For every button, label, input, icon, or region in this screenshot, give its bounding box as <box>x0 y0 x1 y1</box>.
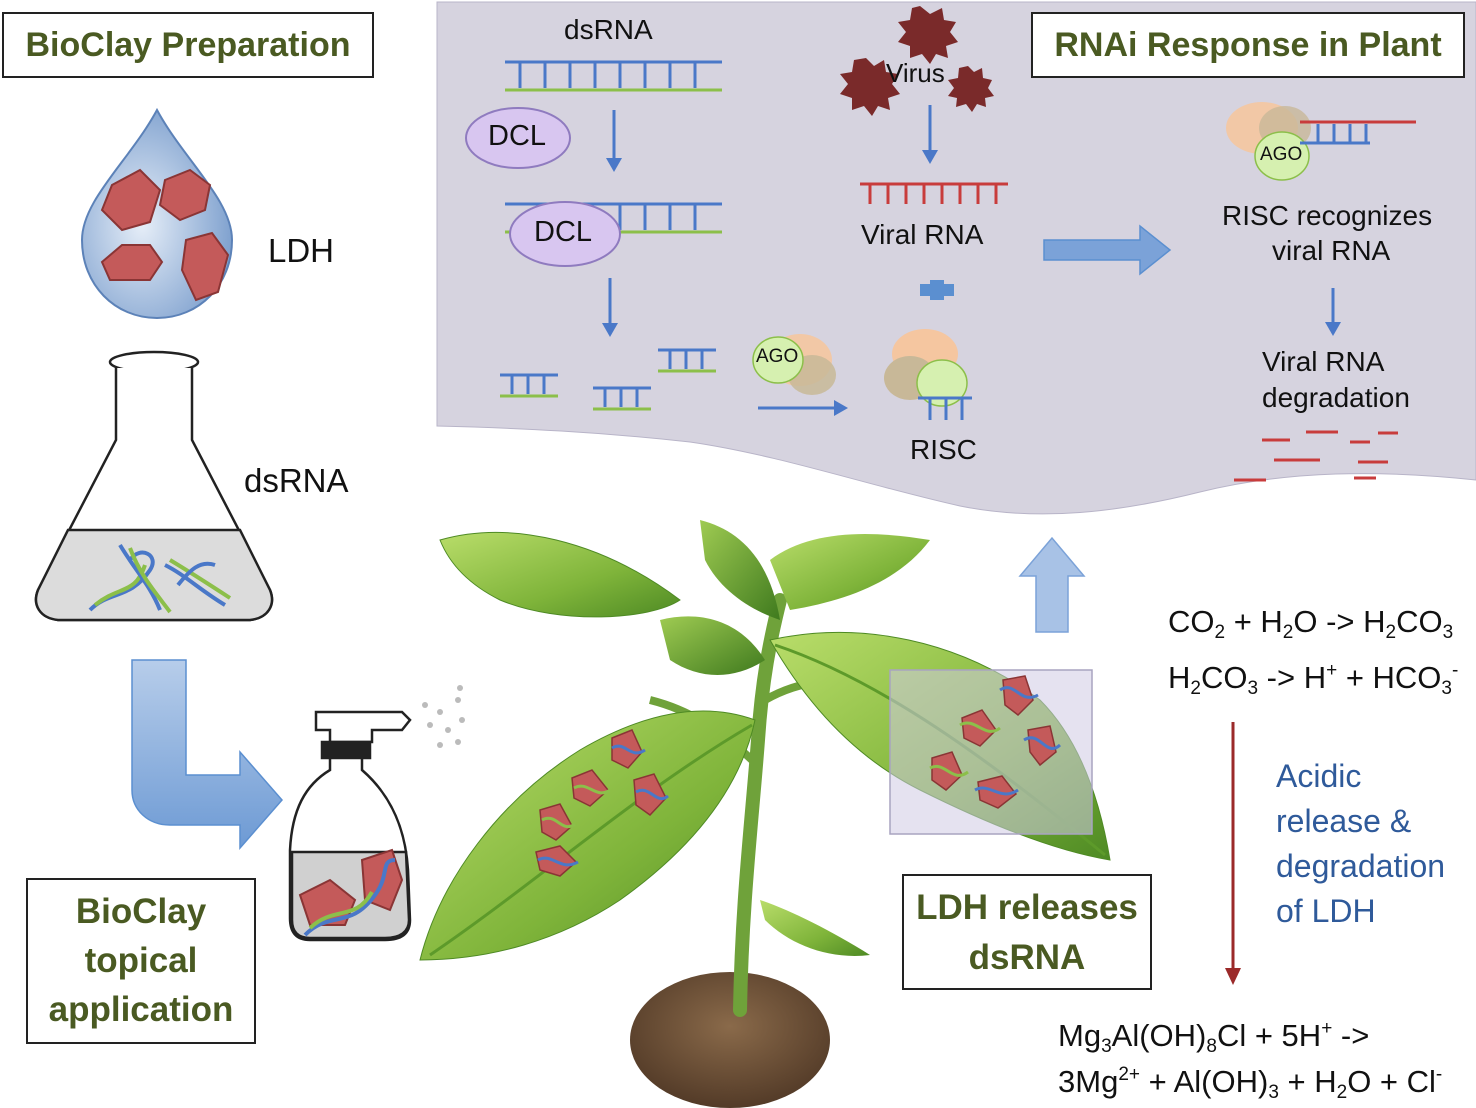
bioclay-preparation-title: BioClay Preparation <box>25 26 351 64</box>
topical-line-2: topical <box>84 941 198 980</box>
dcl-label-2: DCL <box>534 216 593 248</box>
release-inset <box>889 669 1093 835</box>
sirna-pieces <box>500 348 716 411</box>
rnai-response-box: RNAi Response in Plant <box>1031 12 1465 78</box>
up-arrow <box>1018 536 1086 633</box>
pathway-arrows <box>602 105 1341 416</box>
topical-line-3: application <box>48 990 234 1029</box>
risc-recognizes-line-2: viral RNA <box>1272 235 1391 266</box>
acidic-line-1: Acidic <box>1276 758 1362 794</box>
leaf-center <box>660 616 765 675</box>
flask-dsrna-strands <box>88 543 232 614</box>
viral-rna-label: Viral RNA <box>861 219 984 250</box>
leaf-dsrna-strands <box>537 744 669 867</box>
viral-rna <box>860 182 1008 204</box>
ago-cluster-2 <box>1226 102 1416 181</box>
risc-recognizes-line-1: RISC recognizes <box>1222 200 1433 231</box>
equation-carbonic-acid: CO2 + H2O -> H2CO3 <box>1168 604 1454 643</box>
dcl-protein-2 <box>509 201 621 267</box>
acidic-line-4: of LDH <box>1276 893 1376 929</box>
leaf-small <box>760 900 870 956</box>
inset-dsrna <box>929 686 1062 796</box>
soil-mound <box>630 972 830 1108</box>
leaf-top-center <box>700 520 780 620</box>
ldh-releases-box: LDH releases dsRNA <box>902 874 1152 990</box>
flask-liquid <box>34 528 274 622</box>
virus-particles <box>840 6 994 116</box>
leaf-top-left <box>439 532 681 618</box>
topical-application-box: BioClay topical application <box>26 878 256 1044</box>
ldh-releases-line-1: LDH releases <box>916 888 1138 927</box>
topical-line-1: BioClay <box>75 892 207 931</box>
dcl-label-1: DCL <box>488 120 547 152</box>
rnai-response-title: RNAi Response in Plant <box>1054 26 1442 64</box>
leaf-top-right <box>770 534 930 610</box>
virus-label: Virus <box>886 58 945 88</box>
degradation-line-2: degradation <box>1262 382 1410 413</box>
recognize-arrow <box>1043 224 1172 276</box>
acid-arrow-head <box>1225 968 1241 985</box>
risc-label: RISC <box>910 434 977 465</box>
dsrna-top-label: dsRNA <box>564 14 653 45</box>
degradation-line-1: Viral RNA <box>1262 346 1385 377</box>
rnai-panel <box>436 1 1476 515</box>
ago-cluster-1 <box>752 334 836 395</box>
bioclay-preparation-box: BioClay Preparation <box>2 12 374 78</box>
spray-bottle <box>288 710 412 942</box>
risc-complex <box>884 329 972 420</box>
equation-ldh-reactants: Mg3Al(OH)8Cl + 5H+ -> <box>1058 1018 1370 1057</box>
ago-label-2: AGO <box>1260 144 1303 165</box>
leaf-left <box>419 710 756 961</box>
plus-sign <box>920 280 954 300</box>
acidic-line-2: release & <box>1276 803 1412 839</box>
degraded-rna-fragments <box>1234 430 1398 482</box>
spray-mist <box>422 685 465 748</box>
equation-ldh-products: 3Mg2+ + Al(OH)3 + H2O + Cl- <box>1058 1064 1443 1103</box>
equation-dissociation: H2CO3 -> H+ + HCO3- <box>1168 660 1459 699</box>
application-arrow <box>131 659 283 850</box>
ldh-crystals <box>100 168 230 302</box>
dcl-protein-1 <box>465 107 571 169</box>
dsrna-long <box>505 60 722 92</box>
acidic-line-3: degradation <box>1276 848 1446 884</box>
ago-label-1: AGO <box>756 346 799 367</box>
ldh-releases-line-2: dsRNA <box>968 938 1086 977</box>
dsrna-flask-label: dsRNA <box>244 462 349 499</box>
plant-stem <box>733 593 787 1017</box>
ldh-label: LDH <box>268 232 335 269</box>
